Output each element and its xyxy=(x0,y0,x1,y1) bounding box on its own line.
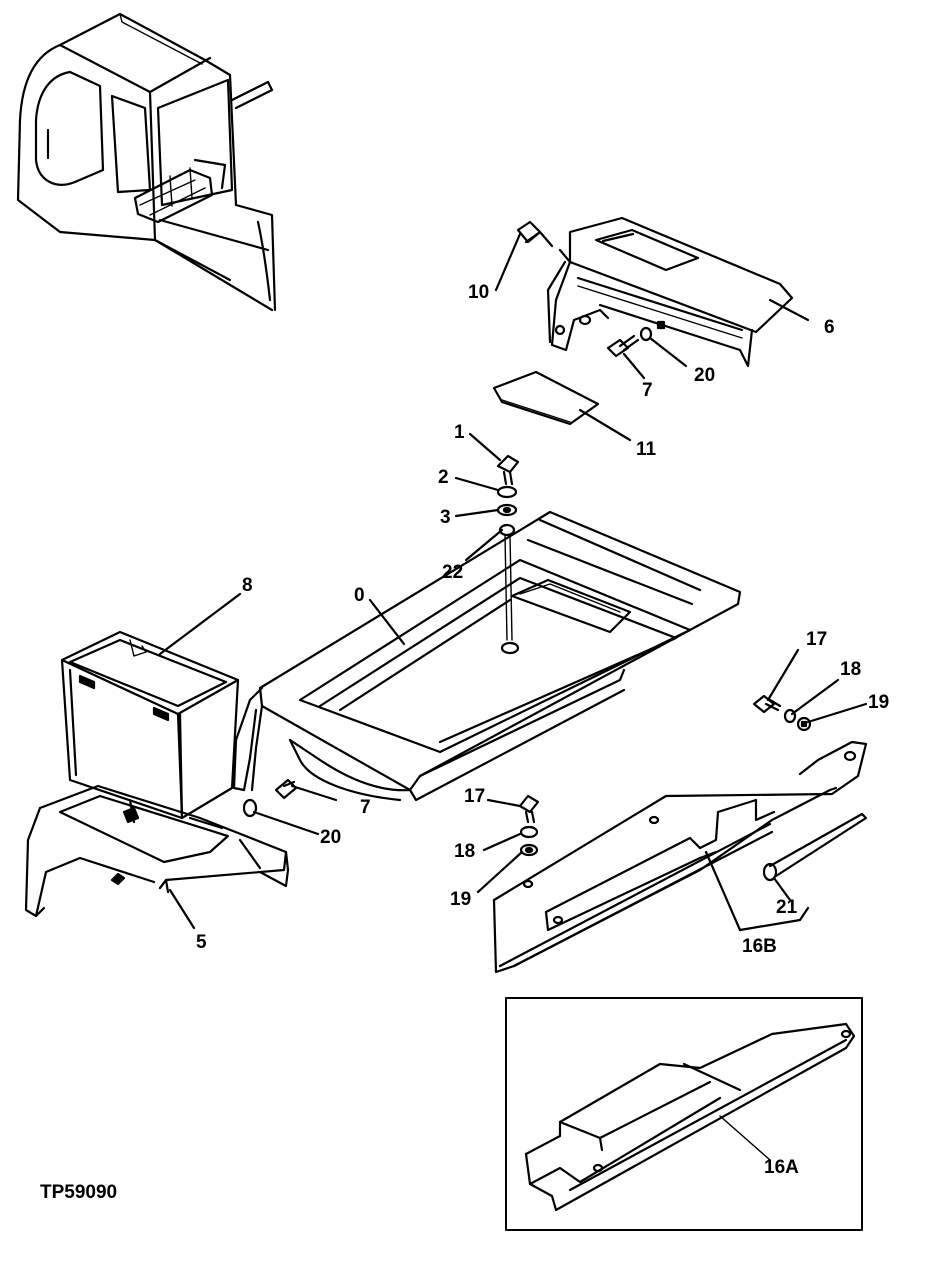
inset-16a xyxy=(505,997,863,1231)
callout-10: 10 xyxy=(468,282,490,303)
callout-18-mid: 18 xyxy=(454,841,476,862)
leader-lines xyxy=(158,232,868,932)
part-0-console-tray xyxy=(232,510,742,802)
part-5-pedestal xyxy=(24,784,290,918)
fastener-stack-17-18-19-right xyxy=(752,694,812,732)
part-10-knob xyxy=(516,220,554,248)
fastener-stack-1-2-3-22 xyxy=(496,454,520,655)
fastener-stack-17-18-19-mid xyxy=(518,794,540,857)
part-16b-side-panel xyxy=(492,740,868,974)
callout-16b: 16B xyxy=(742,936,777,957)
callout-1: 1 xyxy=(454,422,465,443)
part-20-ring-top xyxy=(639,326,653,342)
callout-3: 3 xyxy=(440,507,451,528)
callout-22: 22 xyxy=(442,562,464,583)
callout-21: 21 xyxy=(776,897,798,918)
figure-id: TP59090 xyxy=(40,1182,118,1203)
callout-17-right: 17 xyxy=(806,629,828,650)
callout-17-mid: 17 xyxy=(464,786,486,807)
part-11-pad xyxy=(492,370,600,426)
callout-20-mid: 20 xyxy=(320,827,342,848)
part-8-storage-box xyxy=(60,630,240,820)
callout-2: 2 xyxy=(438,467,449,488)
callout-6: 6 xyxy=(824,317,835,338)
callout-16a: 16A xyxy=(764,1157,799,1178)
part-6-rear-cover xyxy=(546,216,794,368)
callout-19-right: 19 xyxy=(868,692,890,713)
part-7-bolt-mid xyxy=(274,778,298,800)
callout-11: 11 xyxy=(636,439,657,460)
callout-19-mid: 19 xyxy=(450,889,472,910)
callout-5: 5 xyxy=(196,932,207,953)
callout-7-top: 7 xyxy=(642,380,653,401)
callout-18-right: 18 xyxy=(840,659,862,680)
part-20-ring-mid xyxy=(242,798,258,818)
part-7-bolt-top xyxy=(606,334,640,358)
cab-locator-view xyxy=(16,12,277,312)
callout-0: 0 xyxy=(354,585,365,606)
callout-7-mid: 7 xyxy=(360,797,371,818)
callout-20-top: 20 xyxy=(694,365,716,386)
callout-8: 8 xyxy=(242,575,253,596)
